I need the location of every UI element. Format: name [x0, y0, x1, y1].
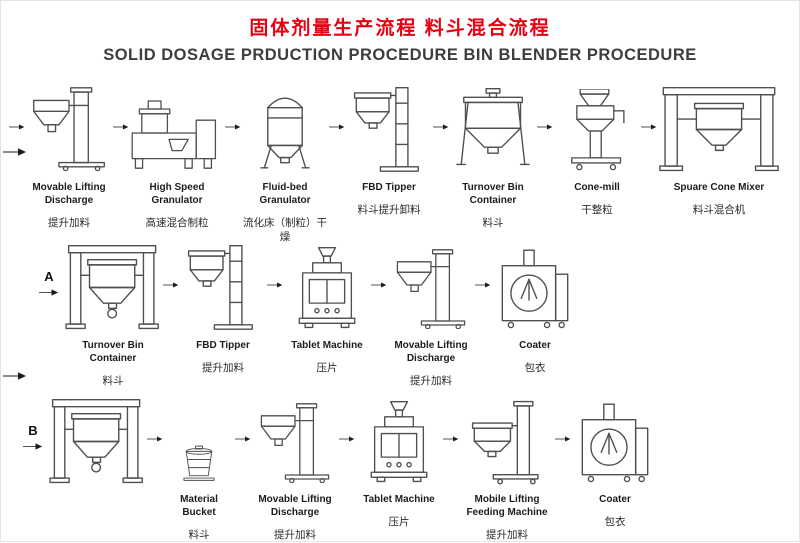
transfer-flow-arrow: [3, 371, 27, 381]
equipment-movable-lifting-discharge: Movable Lifting Discharge 提升加料: [251, 393, 339, 543]
equipment-label-en: Movable Lifting Discharge: [258, 494, 332, 518]
equipment-fbd-tipper: FBD Tipper 提升加料: [179, 239, 267, 376]
equipment-label-en: Coater: [599, 494, 631, 505]
flow-arrow: [23, 442, 43, 451]
equipment-label-zh: 流化床（制粒）干燥: [243, 217, 327, 243]
equipment-coater: Coater 包衣: [571, 393, 659, 530]
equipment-label-en: FBD Tipper: [362, 182, 416, 193]
tablet-machine-icon: [283, 239, 371, 331]
equipment-label-en: Turnover Bin Container: [82, 340, 144, 364]
equipment-high-speed-granulator: High Speed Granulator 高速混合制粒: [129, 81, 225, 231]
equipment-turnover-bin-container: Turnover Bin Container 料斗: [63, 239, 163, 389]
bin-frame-icon: [63, 239, 163, 331]
flow-arrow: [371, 281, 387, 289]
connector-b: B: [19, 423, 47, 451]
equipment-label-en: Tablet Machine: [363, 494, 435, 505]
flow-arrow: [113, 123, 129, 131]
equipment-label-zh: 高速混合制粒: [145, 217, 209, 229]
equipment-label-en: Spuare Cone Mixer: [673, 182, 765, 193]
equipment-tablet-machine: Tablet Machine 压片: [355, 393, 443, 530]
connector-a-label: A: [44, 269, 54, 284]
equipment-label-zh: 料斗: [102, 375, 124, 387]
equipment-label-zh: 料斗: [188, 529, 210, 541]
connector-b-label: B: [28, 423, 38, 438]
fbd-tipper-icon: [179, 239, 267, 331]
granulator-icon: [129, 81, 225, 173]
flow-arrow: [39, 288, 59, 297]
flow-arrow: [225, 123, 241, 131]
flow-arrow: [537, 123, 553, 131]
equipment-mobile-lifting-feeding-machine: Mobile Lifting Feeding Machine 提升加料: [459, 393, 555, 543]
process-row-top: Movable Lifting Discharge 提升加料 High Spee…: [9, 81, 793, 244]
equipment-label-en: Turnover Bin Container: [462, 182, 524, 206]
equipment-coater: Coater 包衣: [491, 239, 579, 376]
equipment-label-zh: 干整粒: [581, 204, 613, 216]
bin-frame-icon: [47, 393, 147, 485]
bin-icon: [449, 81, 537, 173]
equipment-label-en: Mobile Lifting Feeding Machine: [466, 494, 548, 518]
flow-arrow: [339, 435, 355, 443]
flow-arrow: [163, 281, 179, 289]
flow-arrow: [555, 435, 571, 443]
coater-icon: [491, 239, 579, 331]
flow-arrow: [235, 435, 251, 443]
equipment-label-zh: 压片: [388, 516, 410, 528]
flow-arrow: [329, 123, 345, 131]
equipment-label-zh: 料斗提升卸料: [357, 204, 421, 216]
equipment-label-en: Tablet Machine: [291, 340, 363, 351]
equipment-label-zh: 料斗: [482, 217, 504, 229]
process-row-middle: A Turnover Bin Container 料斗 FBD Tipper 提…: [35, 239, 579, 389]
flow-arrow: [475, 281, 491, 289]
cone-mixer-icon: [657, 81, 781, 173]
fluid-bed-icon: [241, 81, 329, 173]
tablet-machine-icon: [355, 393, 443, 485]
equipment-label-en: Movable Lifting Discharge: [394, 340, 468, 364]
equipment-label-zh: 包衣: [604, 516, 626, 528]
equipment-label-zh: 提升加料: [486, 529, 528, 541]
lift-discharge-icon: [251, 393, 339, 485]
equipment-label-zh: 包衣: [524, 362, 546, 374]
equipment-label-en: High Speed Granulator: [149, 182, 205, 206]
page-title-chinese: 固体剂量生产流程 料斗混合流程: [249, 18, 551, 39]
equipment-turnover-bin-container: Turnover Bin Container 料斗: [449, 81, 537, 231]
flow-arrow: [443, 435, 459, 443]
flow-arrow: [641, 123, 657, 131]
equipment-turnover-bin-container: [47, 393, 147, 485]
equipment-cone-mill: Cone-mill 干整粒: [553, 81, 641, 218]
equipment-square-cone-mixer: Spuare Cone Mixer 料斗混合机: [657, 81, 781, 218]
flow-arrow: [9, 123, 25, 131]
fbd-tipper-icon: [345, 81, 433, 173]
flow-arrow: [433, 123, 449, 131]
bucket-icon: [163, 393, 235, 485]
cone-mill-icon: [553, 81, 641, 173]
equipment-fluid-bed-granulator: Fluid-bed Granulator 流化床（制粒）干燥: [241, 81, 329, 244]
equipment-movable-lifting-discharge: Movable Lifting Discharge 提升加料: [25, 81, 113, 231]
page-title-english: SOLID DOSAGE PRDUCTION PROCEDURE BIN BLE…: [103, 46, 697, 64]
connector-a: A: [35, 269, 63, 297]
equipment-label-en: FBD Tipper: [196, 340, 250, 351]
flow-arrow: [147, 435, 163, 443]
equipment-label-zh: 料斗混合机: [692, 204, 746, 216]
equipment-material-bucket: Material Bucket 料斗: [163, 393, 235, 543]
equipment-label-zh: 提升加料: [48, 217, 90, 229]
equipment-label-en: Material Bucket: [180, 494, 218, 518]
process-row-bottom: B Material Bucket 料斗 Movable Lifting Dis…: [19, 393, 659, 543]
equipment-label-en: Cone-mill: [574, 182, 620, 193]
lift-discharge-icon: [25, 81, 113, 173]
equipment-label-en: Movable Lifting Discharge: [32, 182, 106, 206]
lift-discharge-icon: [387, 239, 475, 331]
flow-arrow: [267, 281, 283, 289]
equipment-label-zh: 提升加料: [202, 362, 244, 374]
equipment-label-en: Fluid-bed Granulator: [259, 182, 311, 206]
equipment-label-en: Coater: [519, 340, 551, 351]
equipment-fbd-tipper: FBD Tipper 料斗提升卸料: [345, 81, 433, 218]
mobile-lift-icon: [459, 393, 555, 485]
equipment-tablet-machine: Tablet Machine 压片: [283, 239, 371, 376]
coater-icon: [571, 393, 659, 485]
equipment-label-zh: 提升加料: [410, 375, 452, 387]
equipment-label-zh: 压片: [316, 362, 338, 374]
equipment-label-zh: 提升加料: [274, 529, 316, 541]
equipment-movable-lifting-discharge: Movable Lifting Discharge 提升加料: [387, 239, 475, 389]
page-header: 固体剂量生产流程 料斗混合流程 SOLID DOSAGE PRDUCTION P…: [1, 1, 799, 65]
